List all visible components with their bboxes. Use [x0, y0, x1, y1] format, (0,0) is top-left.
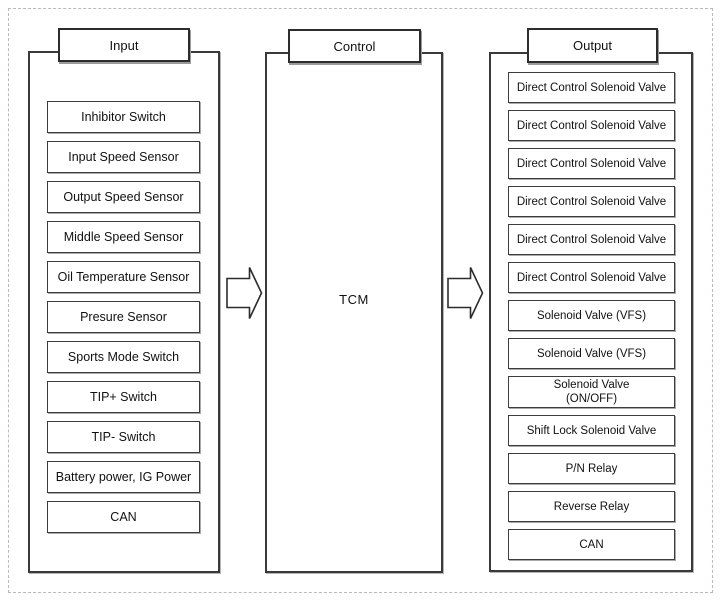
tcm-label: TCM — [339, 292, 369, 307]
diagram-box: CAN — [47, 501, 200, 533]
diagram-box-label: Solenoid Valve (VFS) — [536, 347, 647, 360]
input-items-stack: Inhibitor Switch Input Speed Sensor Outp… — [47, 101, 200, 533]
diagram-box: Direct Control Solenoid Valve — [508, 262, 675, 293]
diagram-box-label: CAN — [579, 538, 604, 551]
diagram-box: Oil Temperature Sensor — [47, 261, 200, 293]
diagram-box-label: CAN — [110, 510, 137, 524]
diagram-box: Battery power, IG Power — [47, 461, 200, 493]
output-panel-title: Output — [572, 38, 613, 53]
diagram-outer-frame — [8, 8, 713, 593]
diagram-box-label: Solenoid Valve (ON/OFF) — [553, 379, 630, 405]
diagram-box-label: Oil Temperature Sensor — [57, 270, 190, 284]
diagram-box: CAN — [508, 529, 675, 560]
diagram-box-label: Direct Control Solenoid Valve — [516, 81, 667, 94]
diagram-box: Direct Control Solenoid Valve — [508, 72, 675, 103]
diagram-box-label: Output Speed Sensor — [63, 190, 184, 204]
diagram-box-label: TIP- Switch — [91, 430, 156, 444]
diagram-box-label: Solenoid Valve (VFS) — [536, 309, 647, 322]
diagram-box: Inhibitor Switch — [47, 101, 200, 133]
diagram-box-label: Inhibitor Switch — [81, 110, 166, 124]
diagram-box-label: Direct Control Solenoid Valve — [516, 233, 667, 246]
diagram-box: Input Speed Sensor — [47, 141, 200, 173]
output-panel: Direct Control Solenoid Valve Direct Con… — [489, 52, 693, 572]
diagram-box-label: Battery power, IG Power — [55, 470, 192, 484]
diagram-box: Shift Lock Solenoid Valve — [508, 415, 675, 446]
diagram-box: Sports Mode Switch — [47, 341, 200, 373]
diagram-box-label: Shift Lock Solenoid Valve — [526, 424, 657, 437]
input-panel-tab: Input — [58, 28, 190, 62]
diagram-box: Solenoid Valve (ON/OFF) — [508, 376, 675, 408]
diagram-box: Solenoid Valve (VFS) — [508, 300, 675, 331]
control-panel-title: Control — [333, 38, 376, 54]
input-panel: Inhibitor Switch Input Speed Sensor Outp… — [28, 51, 220, 573]
diagram-box-label: Direct Control Solenoid Valve — [516, 157, 667, 170]
diagram-box-label: Direct Control Solenoid Valve — [516, 195, 667, 208]
diagram-box: Middle Speed Sensor — [47, 221, 200, 253]
diagram-box: Reverse Relay — [508, 491, 675, 522]
flow-arrow-right-icon — [447, 267, 484, 319]
diagram-box-label: Presure Sensor — [80, 310, 167, 324]
diagram-box: Direct Control Solenoid Valve — [508, 224, 675, 255]
diagram-box: TIP- Switch — [47, 421, 200, 453]
diagram-box: P/N Relay — [508, 453, 675, 484]
input-panel-title: Input — [109, 37, 139, 53]
diagram-box-label: Direct Control Solenoid Valve — [516, 271, 667, 284]
diagram-box-label: Sports Mode Switch — [67, 350, 180, 364]
diagram-box-label: Reverse Relay — [553, 500, 630, 513]
diagram-box: Solenoid Valve (VFS) — [508, 338, 675, 369]
diagram-box: TIP+ Switch — [47, 381, 200, 413]
diagram-box-label: P/N Relay — [565, 462, 618, 475]
control-panel: TCM — [265, 52, 443, 573]
flow-arrow-right-icon — [226, 267, 263, 319]
diagram-box-label: Input Speed Sensor — [68, 150, 179, 164]
output-panel-tab: Output — [527, 28, 658, 63]
diagram-box-label: Direct Control Solenoid Valve — [516, 119, 667, 132]
diagram-box: Output Speed Sensor — [47, 181, 200, 213]
diagram-box: Direct Control Solenoid Valve — [508, 148, 675, 179]
diagram-box: Presure Sensor — [47, 301, 200, 333]
diagram-box: Direct Control Solenoid Valve — [508, 186, 675, 217]
output-items-stack: Direct Control Solenoid Valve Direct Con… — [508, 72, 675, 560]
diagram-box: Direct Control Solenoid Valve — [508, 110, 675, 141]
diagram-box-label: TIP+ Switch — [89, 390, 158, 404]
diagram-box-label: Middle Speed Sensor — [63, 230, 184, 244]
control-panel-tab: Control — [288, 29, 421, 63]
